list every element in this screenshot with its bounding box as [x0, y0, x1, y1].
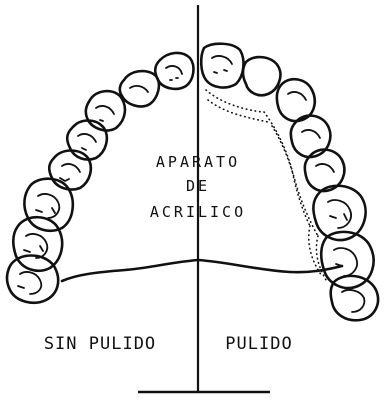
right-side-label: PULIDO: [225, 334, 292, 354]
appliance-label-line-3: ACRILICO: [150, 203, 246, 221]
left-side-label: SIN PULIDO: [44, 334, 156, 354]
right-teeth: [201, 44, 378, 321]
acrylic-appliance-outline: [62, 260, 342, 281]
appliance-label-line-1: APARATO: [156, 153, 240, 171]
appliance-label-line-2: DE: [186, 177, 210, 195]
polished-margin-dots: [206, 90, 326, 280]
